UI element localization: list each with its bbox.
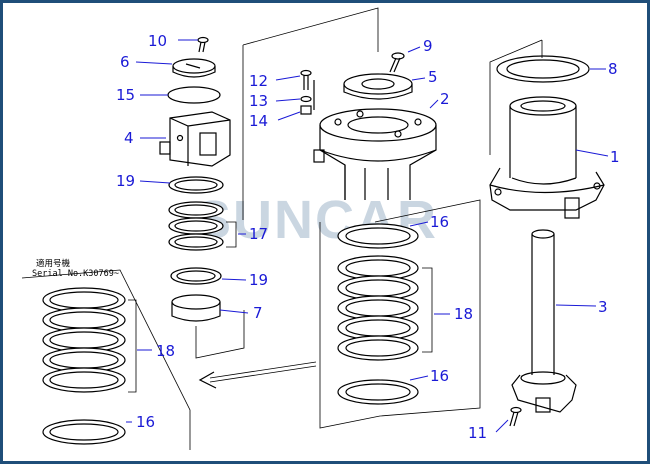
part-9-bolt	[389, 52, 405, 73]
exploded-parts-diagram: SUNCAR	[21, 7, 620, 450]
bracket-17	[226, 221, 237, 248]
part-3-piston-rod	[511, 229, 577, 413]
callout-9: 9	[423, 37, 433, 55]
part-6-cap	[172, 58, 216, 78]
direction-arrow	[198, 361, 317, 389]
callout-8: 8	[608, 60, 618, 78]
part-16-ring-center-bottom	[337, 379, 419, 405]
callout-1: 1	[610, 148, 620, 166]
part-17-packing-stack	[168, 201, 224, 251]
part-1-tube	[489, 96, 605, 219]
callout-12: 12	[249, 72, 268, 90]
part-4-head	[159, 111, 231, 167]
callout-14: 14	[249, 112, 268, 130]
part-7-bushing	[171, 294, 221, 322]
serial-group-outline	[21, 269, 191, 450]
callout-18-center: 18	[454, 305, 473, 323]
callout-17: 17	[249, 225, 268, 243]
callout-11: 11	[468, 424, 487, 442]
bracket-18-center	[422, 267, 433, 353]
center-stack-outline	[319, 199, 481, 429]
callout-16-center-top: 16	[430, 213, 449, 231]
part-11-bolt	[509, 406, 522, 427]
part-16-ring-center-top	[337, 223, 419, 249]
callout-16-left: 16	[136, 413, 155, 431]
part-19-ring-upper	[168, 176, 224, 194]
callout-7: 7	[253, 304, 263, 322]
assembly-bracket-line	[242, 7, 379, 220]
callout-6: 6	[120, 53, 130, 71]
part-18-packing-stack-left	[42, 287, 126, 393]
serial-note-line2: Serial No.K30769~	[32, 269, 119, 279]
part-19-ring-lower	[170, 267, 222, 285]
part-10-screw	[197, 36, 209, 53]
leader-lines	[126, 39, 609, 433]
callout-4: 4	[124, 129, 134, 147]
callout-15: 15	[116, 86, 135, 104]
part-18-packing-stack-center	[337, 255, 419, 361]
part-16-ring-left	[42, 419, 126, 445]
callout-5: 5	[428, 68, 438, 86]
callout-16-center-bottom: 16	[430, 367, 449, 385]
part-2-cylinder-body	[313, 108, 437, 200]
serial-note-line1: 適用号機	[36, 258, 71, 269]
callout-18-left: 18	[156, 342, 175, 360]
callout-3: 3	[598, 298, 608, 316]
part-5-cover	[343, 73, 413, 100]
bushing-bracket-line	[195, 310, 245, 359]
part-12-13-14-small-parts	[300, 69, 315, 115]
part-8-seal	[496, 55, 590, 83]
callout-2: 2	[440, 90, 450, 108]
tube-bracket-line	[489, 39, 543, 155]
callout-10: 10	[148, 32, 167, 50]
bracket-18-left	[128, 299, 137, 393]
callout-19-upper: 19	[116, 172, 135, 190]
callout-labels: 10 6 15 4 19 17 19 7 18 16 12 13 14 9 5 …	[116, 32, 620, 442]
part-15-oring	[167, 86, 221, 104]
callout-19-lower: 19	[249, 271, 268, 289]
callout-13: 13	[249, 92, 268, 110]
